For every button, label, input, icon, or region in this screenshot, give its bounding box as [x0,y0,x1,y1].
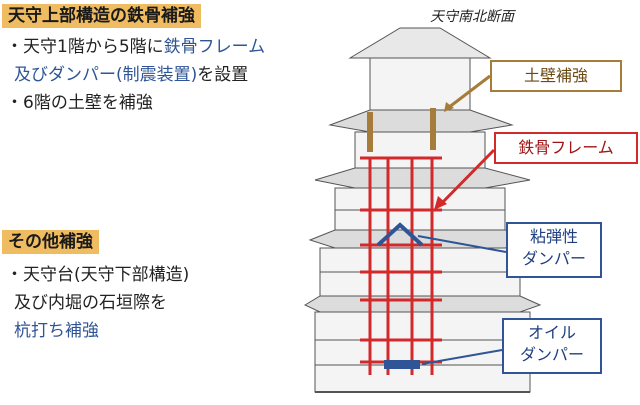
steel-frame-callout: 鉄骨フレーム [494,132,638,164]
other-line-3: 杭打ち補強 [14,321,99,341]
roof-top [348,27,492,59]
tier-1 [314,311,531,393]
upper-line-2-highlight: 及びダンパー(制震装置) [14,65,198,85]
roof-5 [328,109,514,133]
oil-label-2: ダンパー [519,345,584,364]
earth-wall-left [367,112,373,152]
earth-wall-right [430,108,436,150]
wall-leader [447,74,491,110]
other-reinforcement-heading: その他補強 [2,230,99,254]
roof-4 [314,167,531,189]
upper-line-2: 及びダンパー(制震装置)を設置 [14,62,248,88]
tier-5 [354,131,486,173]
frame-leader [438,148,496,207]
tier-6 [369,57,471,119]
oil-damper [384,360,420,369]
viscoelastic-damper [376,222,424,247]
oil-damper-callout: オイル ダンパー [502,318,602,374]
upper-line-1: ・天守1階から5階に鉄骨フレーム [6,34,265,60]
visco-label-1: 粘弾性 [529,227,578,246]
visco-label-2: ダンパー [521,249,586,268]
oil-label-1: オイル [527,323,576,342]
upper-structure-heading: 天守上部構造の鉄骨補強 [2,4,201,28]
other-line-2: 及び内堀の石垣際を [14,293,167,313]
oil-leader [421,349,503,365]
roof-2 [303,295,542,313]
upper-line-3: ・6階の土壁を補強 [6,93,153,113]
upper-line-2-text: を設置 [197,65,249,85]
leader-lines [417,74,507,365]
upper-line-1-highlight: 鉄骨フレーム [163,37,266,57]
viscoelastic-damper-callout: 粘弾性 ダンパー [506,222,602,278]
diagram-caption: 天守南北断面 [430,9,514,25]
other-line-1: ・天守台(天守下部構造) [6,265,190,285]
visco-leader [417,235,507,253]
upper-line-1-text: ・天守1階から5階に [6,37,164,57]
earth-wall-callout: 土壁補強 [490,60,622,92]
